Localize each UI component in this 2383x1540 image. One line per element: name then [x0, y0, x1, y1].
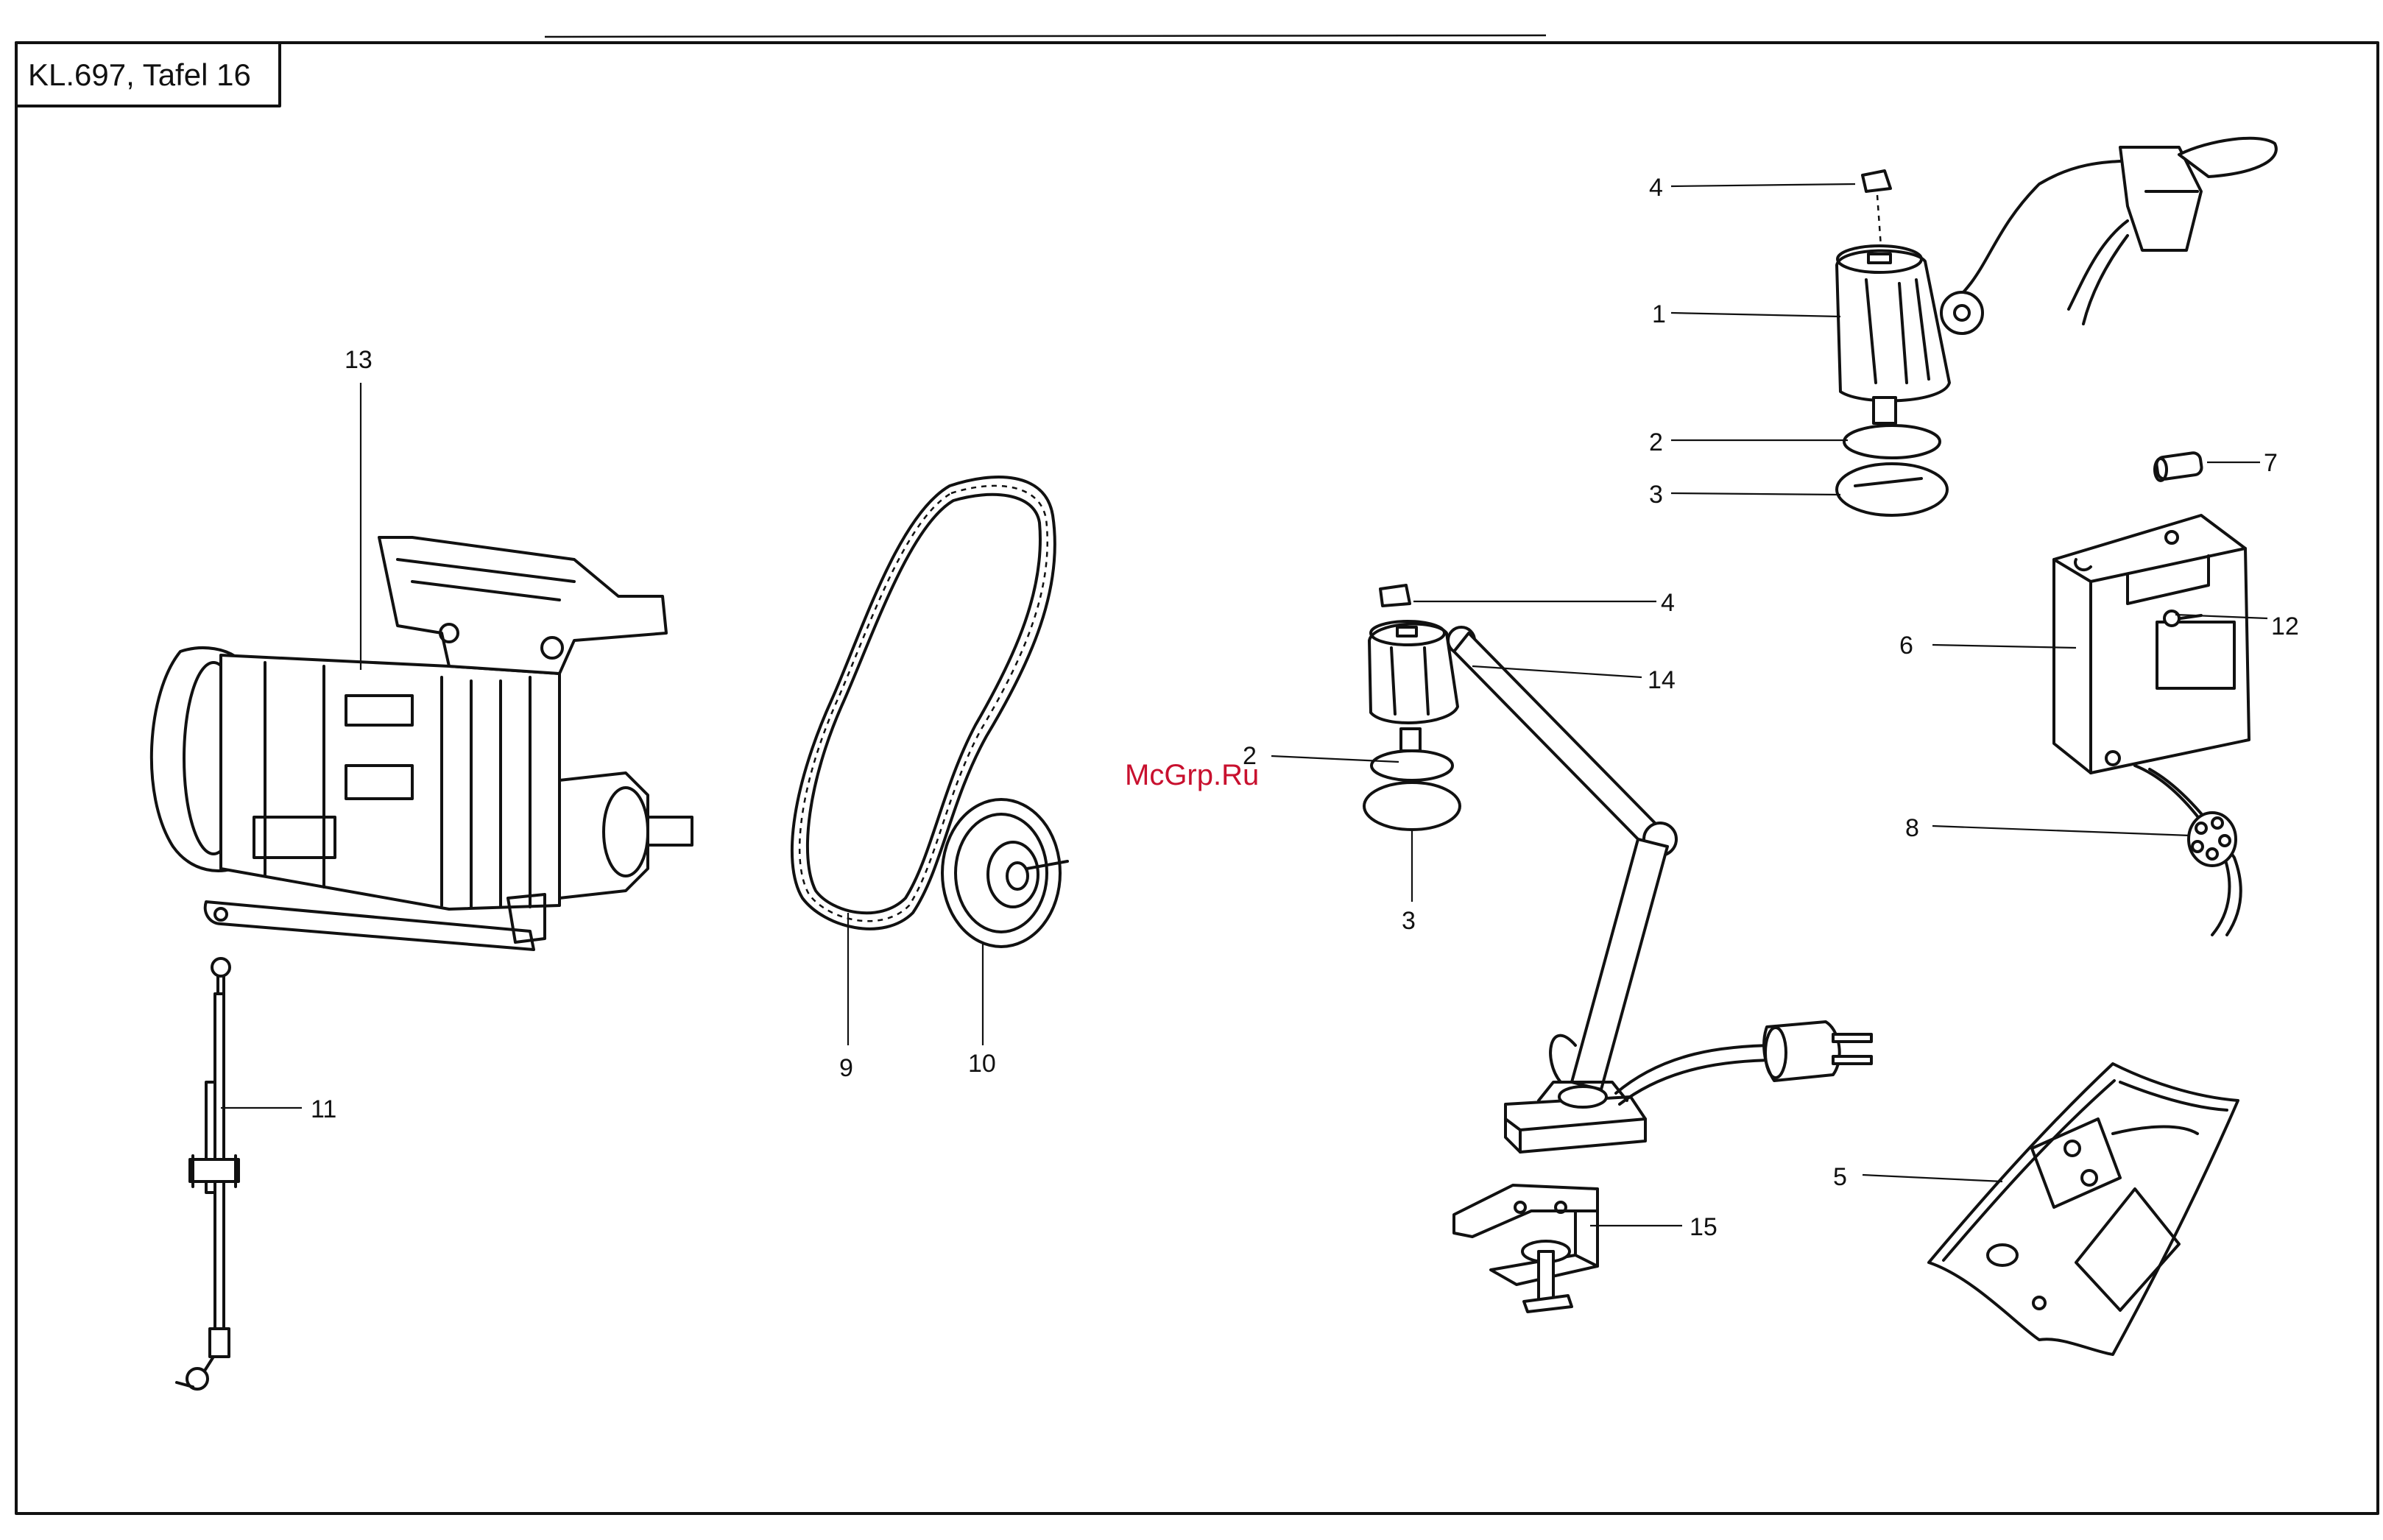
callout-6: 6: [1899, 632, 1913, 660]
callout-4b: 4: [1661, 589, 1675, 617]
callout-3a: 3: [1649, 481, 1663, 509]
motor-drawing: [152, 537, 692, 950]
callout-8: 8: [1905, 814, 1919, 842]
callout-10: 10: [968, 1050, 996, 1078]
callout-1: 1: [1652, 300, 1666, 328]
callout-2b: 2: [1243, 742, 1257, 770]
callout-12: 12: [2271, 612, 2299, 640]
pulley-drawing: [942, 799, 1067, 947]
title-box: KL.697, Tafel 16: [16, 43, 280, 106]
callout-7: 7: [2264, 449, 2278, 477]
callout-2a: 2: [1649, 428, 1663, 456]
callout-14: 14: [1648, 666, 1676, 694]
lamp-head-top-drawing: [1837, 138, 2276, 515]
callout-9: 9: [839, 1054, 853, 1082]
callout-5: 5: [1833, 1163, 1847, 1191]
callout-4a: 4: [1649, 174, 1663, 202]
top-edge-rule: [545, 35, 1546, 37]
control-box-drawing: [2054, 515, 2249, 935]
callout-13: 13: [345, 346, 373, 374]
callout-3b: 3: [1402, 907, 1416, 935]
desk-lamp-drawing: [1364, 585, 1871, 1312]
callout-11: 11: [311, 1095, 336, 1123]
fuse-drawing: [2155, 452, 2203, 481]
sheet-title: KL.697, Tafel 16: [28, 57, 251, 92]
callouts: 4 1 2 3 7 6 12 8 5 4 14 2 3 15 13 11 9 1…: [311, 174, 2299, 1241]
watermark: McGrp.Ru: [1125, 759, 1259, 791]
rod-drawing: [177, 958, 239, 1389]
parts-bag-drawing: [1929, 1064, 2238, 1354]
callout-15: 15: [1690, 1213, 1717, 1241]
